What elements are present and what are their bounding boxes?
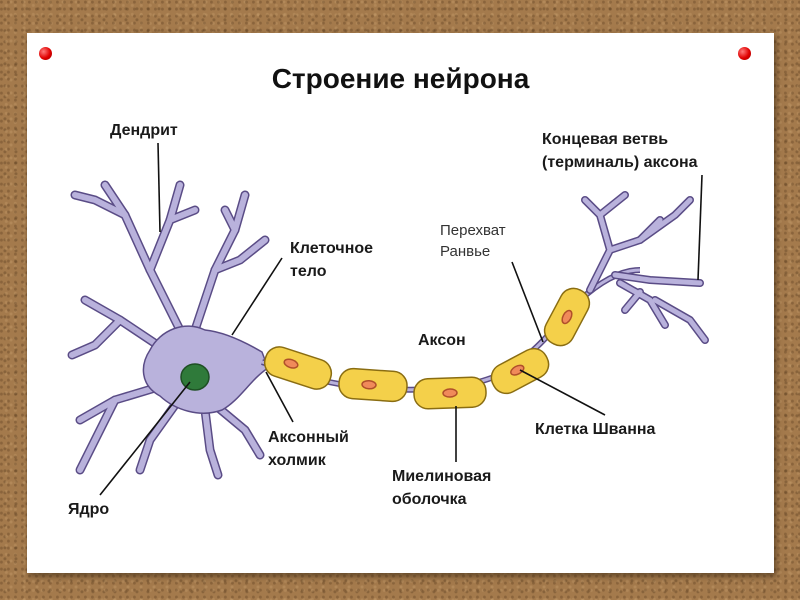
label-myelin-line2: оболочка [392,491,467,508]
leader-terminal [697,174,703,281]
schwann-cell [263,346,333,390]
neuron-body-group [67,180,270,480]
label-terminal-line1: Концевая ветвь [542,131,669,148]
schwann-cell [338,367,408,403]
label-axon: Аксон [418,332,466,349]
right-pin-icon [738,47,751,60]
schwann-cell [413,376,487,410]
page-title: Строение нейрона [271,63,530,94]
cell-nucleus [180,363,210,391]
leader-lines [99,142,703,496]
leader-schwann [519,369,606,416]
leader-dendrite [157,142,161,233]
label-ranvier-line1: Перехват [440,222,506,239]
label-hillock-line2: холмик [268,452,326,469]
axon-terminal [581,191,709,344]
leader-cell-body [231,257,283,336]
myelin-sheath [263,287,591,410]
label-dendrite: Дендрит [110,122,178,139]
leader-nucleus [99,381,191,496]
label-schwann: Клетка Шванна [535,421,656,438]
leader-hillock [265,371,294,423]
label-ranvier-line2: Ранвье [440,243,491,260]
label-myelin-line1: Миелиновая [392,468,492,485]
label-cell-body-line1: Клеточное [290,240,374,257]
leader-ranvier [511,261,544,343]
dendrites-fill [69,182,268,478]
schwann-cell [490,347,550,395]
left-pin-icon [39,47,52,60]
label-nucleus: Ядро [68,501,110,518]
schwann-cell [543,287,591,347]
label-terminal-line2: (терминаль) аксона [542,154,698,171]
label-hillock-line1: Аксонный [268,429,349,446]
label-cell-body-line2: тело [290,263,327,280]
